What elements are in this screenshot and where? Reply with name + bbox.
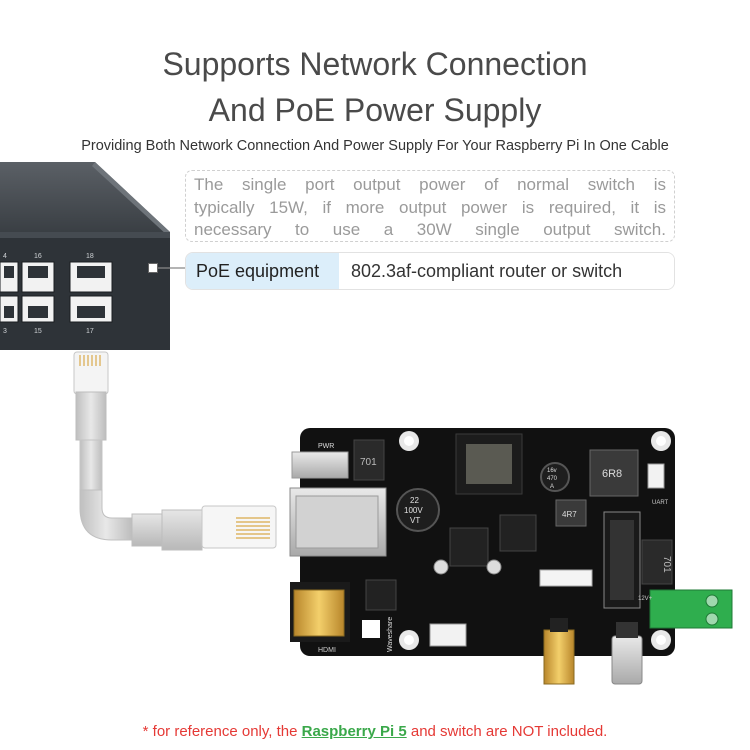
inductor-small-label: 4R7 — [562, 510, 577, 519]
small-cap-label-3: A — [550, 484, 554, 490]
chip-701-label: 701 — [360, 457, 377, 468]
uart-silkscreen: UART — [652, 500, 669, 506]
poe-hat-board: PWR 701 HDMI 22 100V VT 16v 470 A 6R8 UA… — [289, 428, 733, 685]
small-cap-label-1: 16v — [547, 468, 557, 474]
page-title-line-1: Supports Network Connection — [162, 46, 588, 82]
footer-disclaimer: * for reference only, the Raspberry Pi 5… — [0, 722, 750, 742]
capacitor-label-2: 100V — [404, 506, 423, 515]
footer-suffix: and switch are NOT included. — [406, 723, 608, 740]
brand-silkscreen: Waveshare — [387, 617, 394, 652]
page-title-line-2: And PoE Power Supply — [208, 92, 542, 128]
pwr-silkscreen: PWR — [318, 443, 334, 450]
hdmi-silkscreen: HDMI — [318, 647, 336, 654]
poe-equipment-row: PoE equipment 802.3af-compliant router o… — [185, 252, 675, 290]
port-label-4: 4 — [3, 253, 7, 260]
small-cap-label-2: 470 — [547, 476, 558, 482]
chip-701-side-label: 701 — [661, 556, 672, 573]
page-subtitle: Providing Both Network Connection And Po… — [81, 138, 669, 154]
power-note-line-3: necessary to use a 30W single output swi… — [194, 220, 666, 239]
network-switch: 4 16 18 3 15 17 — [0, 162, 170, 350]
port-label-16: 16 — [34, 253, 42, 260]
poe-equipment-label: PoE equipment — [186, 253, 339, 289]
switch-ports — [0, 261, 113, 323]
raspberry-pi-5-link[interactable]: Raspberry Pi 5 — [301, 723, 407, 740]
port-label-3: 3 — [3, 328, 7, 335]
port-label-15: 15 — [34, 328, 42, 335]
capacitor-label-3: VT — [410, 516, 420, 525]
terminal-silkscreen: 12V+ — [638, 596, 653, 602]
port-label-17: 17 — [86, 328, 94, 335]
power-note-box: The single port output power of normal s… — [185, 170, 675, 242]
footer-prefix: * for reference only, the — [142, 723, 302, 740]
port-label-18: 18 — [86, 253, 94, 260]
power-note-line-1: The single port output power of normal s… — [194, 175, 666, 194]
capacitor-label-1: 22 — [410, 496, 419, 505]
connector-dot — [148, 263, 158, 273]
power-note-line-2: typically 15W, if more output power is r… — [194, 197, 666, 217]
poe-equipment-value: 802.3af-compliant router or switch — [339, 253, 674, 289]
ethernet-cable — [73, 351, 277, 551]
inductor-label: 6R8 — [602, 468, 622, 480]
